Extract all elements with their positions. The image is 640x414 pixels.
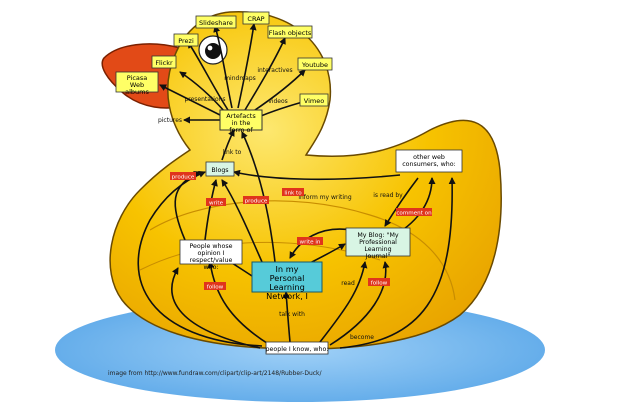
vimeo-label: Vimeo — [304, 97, 324, 105]
node-crap[interactable]: CRAP — [242, 11, 270, 25]
tag-produce-2: produce — [243, 196, 269, 205]
edge-opinion-blogs — [204, 179, 218, 241]
edge-to-flickr — [179, 71, 226, 113]
flickr-label: Flickr — [155, 59, 173, 67]
svg-text:write in: write in — [300, 240, 321, 246]
youtube-label: Youtube — [301, 61, 328, 69]
tag-follow-1: follow — [204, 282, 226, 291]
svg-text:produce: produce — [172, 175, 195, 181]
node-vimeo[interactable]: Vimeo — [299, 93, 329, 107]
node-youtube[interactable]: Youtube — [297, 57, 333, 71]
node-blogs[interactable]: Blogs — [205, 161, 235, 177]
image-credit: image from http://www.fundraw.com/clipar… — [108, 370, 322, 377]
edge-to-flash — [244, 37, 286, 111]
edge-follow-loop — [171, 267, 261, 349]
edge-to-youtube — [251, 69, 306, 113]
svg-text:follow: follow — [207, 285, 224, 291]
tag-link-to-red: link to — [282, 188, 304, 197]
flash-label: Flash objects — [269, 29, 312, 37]
tag-write-in: write in — [297, 237, 323, 246]
label-interactives: interactives — [257, 67, 292, 74]
label-read: read — [341, 280, 355, 287]
label-pictures: pictures — [158, 117, 182, 124]
edge-blogs-artefacts — [221, 129, 235, 161]
tag-follow-2: follow — [368, 278, 390, 287]
node-prezi[interactable]: Prezi — [173, 33, 199, 47]
label-become: become — [350, 334, 374, 341]
edge-network-artefacts — [241, 131, 276, 263]
edge-labels: mindmaps interactives videos presentatio… — [158, 67, 403, 341]
svg-text:write: write — [209, 201, 224, 207]
edge-network-blogs — [221, 179, 263, 263]
crap-label: CRAP — [247, 15, 264, 23]
label-videos: videos — [268, 98, 288, 105]
edges — [137, 23, 456, 349]
edge-consumers-blogs — [233, 169, 401, 181]
duck-eye-shine — [207, 45, 213, 51]
edge-know-blogs-loop — [137, 170, 263, 347]
svg-text:follow: follow — [371, 281, 388, 287]
edge-consumers-myblog — [384, 177, 419, 227]
tag-produce-1: produce — [170, 172, 196, 181]
red-labels: produce write produce link to write in c… — [170, 172, 432, 291]
wing-contour — [149, 200, 456, 301]
edge-to-prezi — [187, 41, 229, 111]
node-people-know[interactable]: people I know, who: — [266, 341, 329, 355]
label-is-read-by: is read by — [373, 192, 403, 199]
edge-to-picasa — [159, 84, 223, 117]
tag-comment-on: comment on — [396, 208, 432, 217]
slideshare-label: Slideshare — [199, 19, 233, 27]
node-slideshare[interactable]: Slideshare — [195, 15, 237, 29]
label-presentations: presentations — [184, 96, 225, 103]
edge-know-opinion — [207, 261, 271, 346]
svg-text:link to: link to — [284, 191, 302, 197]
tag-write-1: write — [206, 198, 226, 207]
edge-know-follow — [329, 261, 390, 346]
edge-know-network — [282, 291, 291, 343]
edge-to-crap — [237, 23, 257, 109]
edge-myblog-network — [289, 228, 353, 259]
edge-know-become — [339, 177, 456, 349]
blogs-label: Blogs — [211, 167, 228, 174]
edge-to-slideshare — [213, 25, 233, 109]
label-mindmaps: mindmaps — [224, 75, 256, 82]
label-talk-with: talk with — [279, 311, 305, 318]
prezi-label: Prezi — [178, 37, 194, 45]
label-inform: inform my writing — [298, 194, 352, 201]
label-link-to: link to — [223, 149, 242, 156]
people-know-label: people I know, who: — [266, 346, 329, 353]
duck-pupil — [205, 43, 221, 59]
media-nodes: Slideshare Prezi CRAP Flash objects Yout… — [115, 11, 333, 134]
node-flickr[interactable]: Flickr — [151, 55, 177, 69]
edge-know-myblog — [319, 261, 368, 343]
svg-text:produce: produce — [245, 199, 268, 205]
svg-text:comment on: comment on — [396, 211, 432, 217]
node-flash[interactable]: Flash objects — [267, 25, 313, 39]
